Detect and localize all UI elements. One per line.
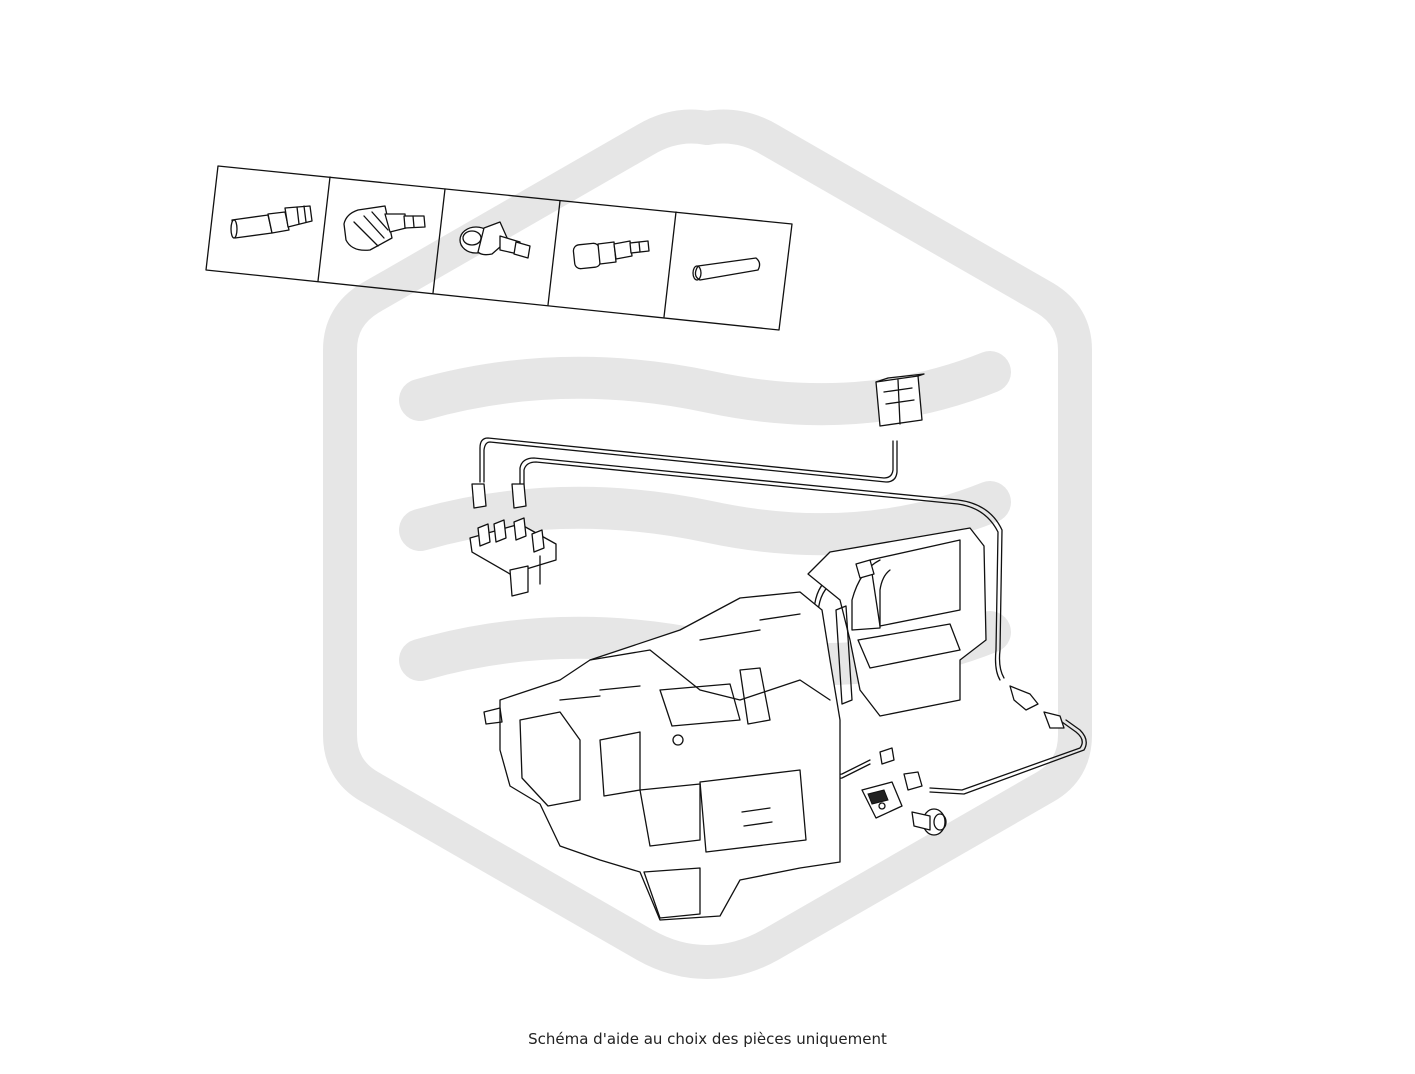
heater-assembly-drawing xyxy=(469,373,1087,921)
vacuum-actuator-icon xyxy=(861,781,903,819)
connector-inset-panel xyxy=(205,165,793,331)
pipe-connectors xyxy=(471,483,1065,791)
straight-connector-icon xyxy=(230,205,313,239)
diagram-caption: Schéma d'aide au choix des pièces unique… xyxy=(528,1030,887,1048)
pipe-clip-icon xyxy=(855,559,875,579)
vacuum-valve-icon xyxy=(875,373,925,427)
split-sleeve-connector-icon xyxy=(343,205,426,251)
angled-connector-icon xyxy=(459,221,531,259)
hose-sleeve-icon xyxy=(692,257,761,281)
vacuum-distributor-icon xyxy=(469,517,557,597)
mounting-bolt-icon xyxy=(911,808,947,836)
heater-housing-icon xyxy=(483,527,987,921)
quick-coupling-icon xyxy=(572,240,650,270)
